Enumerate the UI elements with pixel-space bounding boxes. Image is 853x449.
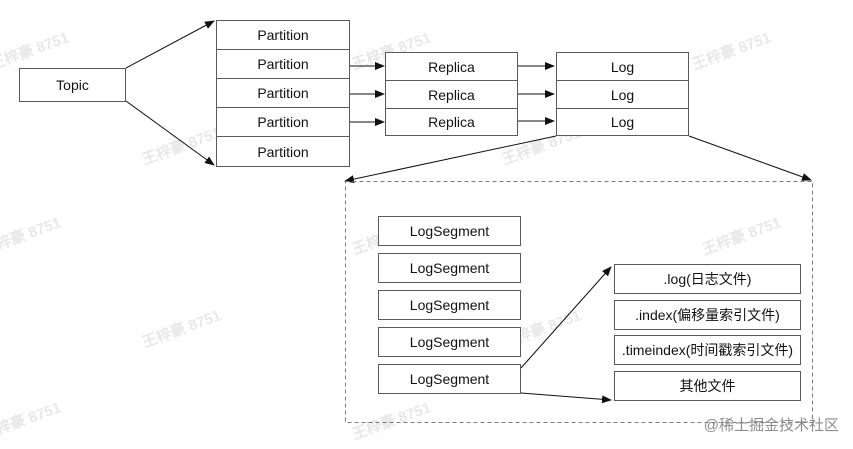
segment-to-files-top-arrow	[520, 266, 612, 369]
log-box: Log	[556, 80, 689, 109]
partition-box: Partition	[216, 20, 350, 50]
watermark-text: 王梓豪 8751	[139, 307, 224, 352]
partition-box: Partition	[216, 49, 350, 79]
log-to-detail-left-arrow	[344, 135, 557, 184]
partition-box: Partition	[216, 107, 350, 137]
other-files-box: 其他文件	[614, 371, 801, 401]
partition-box: Partition	[216, 136, 350, 167]
logsegment-box: LogSegment	[378, 327, 521, 357]
timeindex-file-box: .timeindex(时间戳索引文件)	[614, 335, 801, 365]
index-file-box: .index(偏移量索引文件)	[614, 300, 801, 330]
topic-box: Topic	[19, 68, 126, 102]
watermark-text: 王梓豪 8751	[699, 214, 784, 259]
watermark-text: 王梓豪 8751	[0, 214, 64, 259]
site-watermark: @稀土掘金技术社区	[703, 417, 839, 434]
topic-to-partition-top-arrow	[125, 20, 215, 69]
log-box: Log	[556, 108, 689, 136]
logsegment-box: LogSegment	[378, 364, 521, 394]
replica-box: Replica	[385, 52, 518, 81]
segment-to-files-bottom-arrow	[520, 392, 612, 404]
watermark-text: 王梓豪 8751	[349, 399, 434, 444]
log-to-detail-right-arrow	[688, 135, 812, 181]
log-box: Log	[556, 52, 689, 81]
watermark-text: 王梓豪 8751	[139, 124, 224, 169]
logsegment-box: LogSegment	[378, 253, 521, 283]
replica-box: Replica	[385, 80, 518, 109]
topic-to-partition-bottom-arrow	[125, 100, 215, 166]
log-file-box: .log(日志文件)	[614, 264, 801, 294]
logsegment-box: LogSegment	[378, 290, 521, 320]
partition-box: Partition	[216, 78, 350, 108]
watermark-text: 王梓豪 8751	[689, 29, 774, 74]
replica-box: Replica	[385, 108, 518, 136]
logsegment-box: LogSegment	[378, 216, 521, 246]
watermark-text: 王梓豪 8751	[0, 399, 64, 444]
